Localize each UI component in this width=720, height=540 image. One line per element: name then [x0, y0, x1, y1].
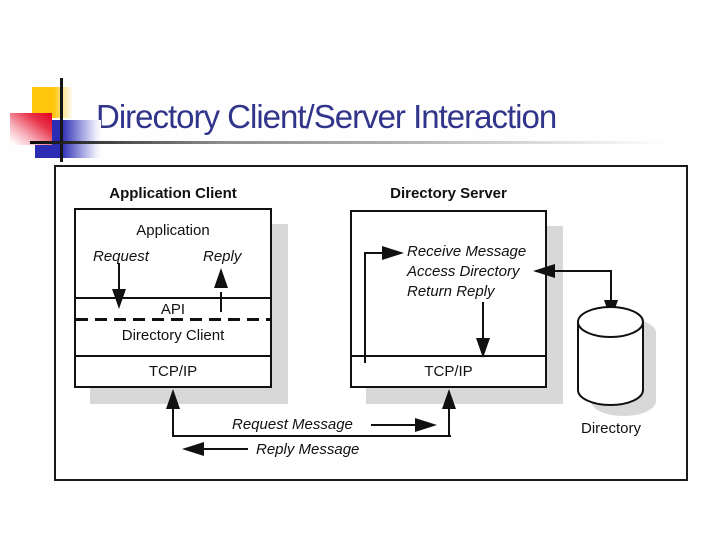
server-elbow-arrow-vline [364, 252, 366, 363]
deco-vertical-line [60, 78, 63, 162]
client-tcpip-divider [76, 355, 270, 357]
bottom-connector-hline [172, 435, 451, 437]
server-tcpip-label: TCP/IP [424, 363, 473, 380]
access-directory-left-arrowhead-icon [533, 264, 555, 278]
reply-message-left-arrowhead-icon [182, 442, 204, 456]
server-tcpip-divider [352, 355, 545, 357]
application-label: Application [136, 222, 210, 239]
server-bottom-vline [448, 408, 450, 437]
application-client-heading: Application Client [109, 185, 237, 202]
request-message-arrow-line [371, 424, 415, 426]
request-down-arrowhead-icon [112, 289, 126, 309]
directory-connector-vline [610, 270, 612, 302]
deco-red-square [10, 113, 52, 145]
cylinder-top [577, 306, 644, 338]
reply-message-label: Reply Message [256, 441, 360, 458]
client-bottom-vline [172, 408, 174, 437]
server-step-return: Return Reply [407, 283, 495, 300]
client-up-arrowhead-icon [166, 389, 180, 409]
directory-connector-hline [553, 270, 612, 272]
client-tcpip-label: TCP/IP [148, 363, 198, 380]
title-underline [30, 141, 673, 144]
request-message-right-arrowhead-icon [415, 418, 437, 432]
request-label: Request [93, 248, 149, 265]
api-dashed-divider [76, 318, 270, 321]
receive-right-arrowhead-icon [382, 246, 404, 260]
cylinder-body [577, 322, 644, 406]
page-title: Directory Client/Server Interaction [96, 98, 557, 135]
api-label: API [160, 301, 186, 318]
server-elbow-arrow-hline [364, 252, 382, 254]
api-top-divider [76, 297, 270, 299]
server-up-arrowhead-icon [442, 389, 456, 409]
client-box: Application Request Reply API Directory … [74, 208, 272, 388]
directory-label: Directory [580, 420, 641, 437]
server-box: Receive Message Access Directory Return … [350, 210, 547, 388]
request-arrow-line [118, 263, 120, 290]
directory-server-heading: Directory Server [390, 185, 507, 202]
directory-cylinder [577, 306, 656, 416]
deco-yellow-square [32, 87, 72, 118]
server-down-arrowhead-icon [476, 338, 490, 358]
directory-client-label: Directory Client [121, 327, 225, 344]
reply-arrow-line [220, 292, 222, 312]
reply-message-arrow-line [204, 448, 248, 450]
server-step-access: Access Directory [407, 263, 520, 280]
reply-label: Reply [203, 248, 242, 265]
server-step-receive: Receive Message [407, 243, 527, 260]
server-down-arrow-line [482, 302, 484, 338]
reply-up-arrowhead-icon [214, 268, 228, 288]
request-message-label: Request Message [232, 416, 353, 433]
